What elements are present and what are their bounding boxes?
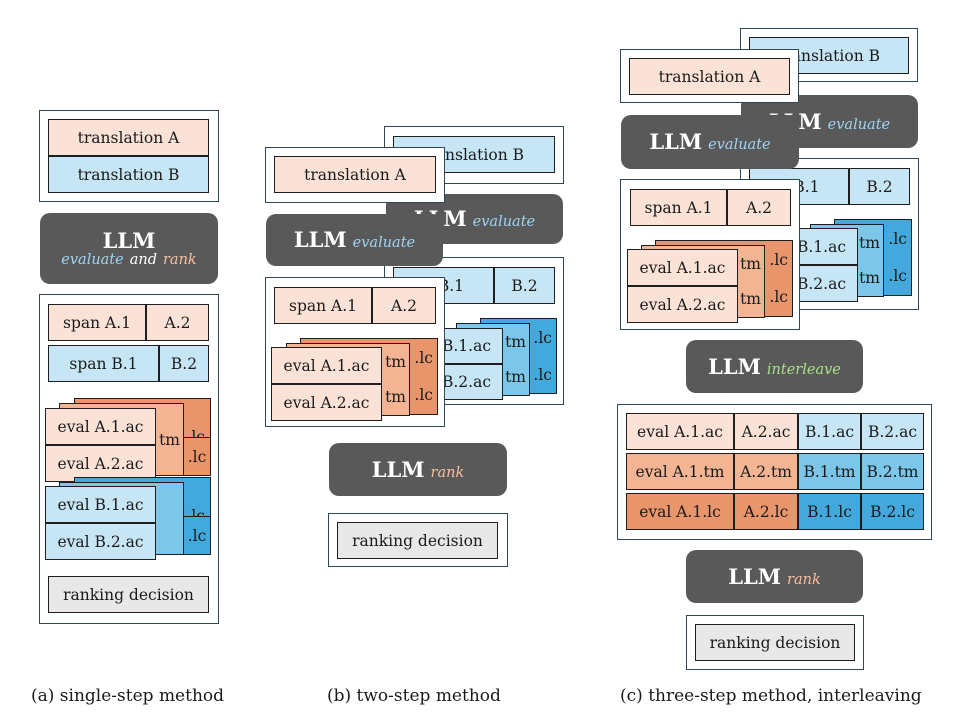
- c-ranking-decision: ranking decision: [695, 624, 855, 661]
- c-table-r3c2: A.2.lc: [734, 493, 798, 530]
- b-eval-a-tm-1: tm: [385, 352, 406, 371]
- c-llm-interleave: LLM interleave: [686, 340, 863, 393]
- a-eval-a-lc-row2: .lc: [183, 437, 211, 476]
- a-llm-title: LLM: [102, 227, 156, 253]
- b-span-a2: A.2: [372, 287, 436, 324]
- a-eval-a-tm-label: tm: [159, 430, 180, 449]
- c-eval-b-tm-2: tm: [859, 269, 880, 288]
- c-table-r3c4: B.2.lc: [861, 493, 924, 530]
- c-eval-a-lc-2: .lc: [769, 288, 788, 307]
- c-llm-evaluate-a: LLM evaluate: [621, 115, 799, 169]
- c-translation-b-label: translation B: [778, 46, 880, 65]
- b-llm-b-role: evaluate: [472, 214, 536, 231]
- c-span-b2: B.2: [849, 168, 910, 205]
- b-translation-b-label: translation B: [422, 145, 524, 164]
- a-eval-a1ac: eval A.1.ac: [45, 408, 156, 445]
- b-llm-rank-title: LLM: [371, 456, 425, 482]
- c-table-r2c1: eval A.1.tm: [626, 453, 734, 490]
- a-role-and: and: [129, 252, 157, 269]
- c-eval-a2ac: eval A.2.ac: [627, 286, 738, 323]
- a-span-a2: A.2: [146, 304, 209, 341]
- c-llm-rank-title: LLM: [728, 563, 782, 589]
- b-span-b2: B.2: [494, 267, 555, 304]
- c-table-r2c4: B.2.tm: [861, 453, 924, 490]
- c-llm-rank-role: rank: [787, 571, 821, 588]
- a-eval-a-lc-label2: .lc: [187, 447, 207, 466]
- c-translation-a: translation A: [629, 58, 790, 95]
- a-role-rank: rank: [163, 252, 197, 269]
- c-table-r2c3: B.1.tm: [798, 453, 861, 490]
- a-eval-b2ac: eval B.2.ac: [45, 523, 156, 560]
- c-eval-b-lc-1: .lc: [888, 229, 907, 248]
- a-eval-b1ac: eval B.1.ac: [45, 486, 156, 523]
- a-span-b2: B.2: [159, 345, 209, 382]
- c-table-r3c3: B.1.lc: [798, 493, 861, 530]
- b-llm-rank: LLM rank: [329, 443, 507, 496]
- caption-a: (a) single-step method: [31, 686, 225, 706]
- b-eval-a-tm-2: tm: [385, 388, 406, 407]
- a-span-a1: span A.1: [48, 304, 146, 341]
- b-eval-b-tm-2: tm: [505, 368, 526, 387]
- c-eval-a1ac: eval A.1.ac: [627, 249, 738, 286]
- a-span-b1: span B.1: [48, 345, 159, 382]
- b-llm-evaluate-a: LLM evaluate: [266, 214, 443, 266]
- b-eval-a2ac: eval A.2.ac: [271, 384, 382, 421]
- c-table-r2c2: A.2.tm: [734, 453, 798, 490]
- b-llm-a-title: LLM: [293, 227, 347, 253]
- a-role-evaluate: evaluate: [61, 252, 124, 269]
- c-table-r1c4: B.2.ac: [861, 413, 924, 450]
- b-llm-rank-role: rank: [430, 464, 465, 481]
- a-eval-b-lc-row2: .lc: [183, 516, 211, 555]
- c-eval-a-lc-1: .lc: [769, 250, 788, 269]
- c-llm-interleave-role: interleave: [766, 361, 841, 378]
- c-eval-b-tm-1: tm: [859, 233, 880, 252]
- b-eval-a-lc-1: .lc: [414, 348, 433, 367]
- a-translation-b: translation B: [48, 156, 209, 193]
- b-eval-b-tm-1: tm: [505, 332, 526, 351]
- caption-c: (c) three-step method, interleaving: [620, 686, 922, 706]
- a-translation-a: translation A: [48, 119, 209, 156]
- a-eval-b-lc-label2: .lc: [187, 526, 207, 545]
- c-llm-rank: LLM rank: [686, 550, 863, 603]
- c-table-r1c3: B.1.ac: [798, 413, 861, 450]
- c-span-a2: A.2: [727, 189, 791, 226]
- c-table-r1c1: eval A.1.ac: [626, 413, 734, 450]
- c-eval-b-lc-2: .lc: [888, 267, 907, 286]
- b-translation-a: translation A: [274, 156, 436, 193]
- c-table-r1c2: A.2.ac: [734, 413, 798, 450]
- a-llm-evaluate-rank: LLM evaluate and rank: [40, 213, 218, 284]
- c-llm-a-title: LLM: [649, 129, 703, 155]
- caption-b: (b) two-step method: [327, 686, 501, 706]
- b-span-a1: span A.1: [274, 287, 372, 324]
- c-eval-a-tm-2: tm: [740, 290, 761, 309]
- c-llm-b-role: evaluate: [827, 116, 891, 133]
- b-ranking-decision: ranking decision: [337, 522, 498, 559]
- c-llm-a-role: evaluate: [708, 137, 771, 154]
- c-span-a1: span A.1: [630, 189, 727, 226]
- b-eval-b-lc-2: .lc: [533, 365, 552, 384]
- c-interleave-table: eval A.1.ac A.2.ac B.1.ac B.2.ac eval A.…: [626, 413, 924, 530]
- c-llm-interleave-title: LLM: [708, 353, 761, 379]
- b-llm-a-role: evaluate: [352, 235, 416, 252]
- a-ranking-decision: ranking decision: [48, 576, 209, 613]
- b-eval-b-lc-1: .lc: [533, 328, 552, 347]
- c-table-r3c1: eval A.1.lc: [626, 493, 734, 530]
- c-eval-a-tm-1: tm: [740, 254, 761, 273]
- a-llm-roles: evaluate and rank: [61, 252, 196, 268]
- b-eval-a1ac: eval A.1.ac: [271, 347, 382, 384]
- b-eval-a-lc-2: .lc: [414, 386, 433, 405]
